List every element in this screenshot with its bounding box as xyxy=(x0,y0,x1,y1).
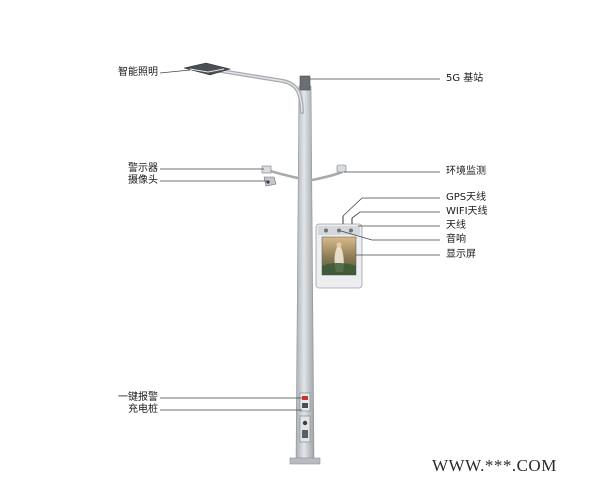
lamp-head xyxy=(183,62,232,76)
leader-speaker xyxy=(340,230,440,241)
charger-panel xyxy=(299,415,311,443)
label-camera: 摄像头 xyxy=(128,175,158,186)
label-env-monitor: 环境监测 xyxy=(446,166,486,177)
leader-lines xyxy=(159,69,440,411)
label-gps-antenna: GPS天线 xyxy=(446,192,487,203)
label-alarm: 警示器 xyxy=(128,163,158,174)
label-5g-base-station: 5G 基站 xyxy=(446,73,484,84)
watermark-text: WWW.***.COM xyxy=(432,456,557,475)
sos-panel xyxy=(299,392,311,412)
label-speaker: 音响 xyxy=(446,234,466,245)
env-sensor-device xyxy=(336,164,347,173)
base-station-5g xyxy=(299,75,311,91)
right-bracket-arm xyxy=(310,170,344,182)
leader-gps xyxy=(342,197,440,217)
speaker-node xyxy=(337,228,341,233)
label-charger: 充电桩 xyxy=(128,404,158,415)
alarm-device xyxy=(261,165,272,174)
antenna-node xyxy=(324,228,328,233)
label-display: 显示屏 xyxy=(446,249,476,260)
label-smart-lighting: 智能照明 xyxy=(118,67,158,78)
label-wifi-antenna: WIFI天线 xyxy=(446,206,488,217)
label-antenna: 天线 xyxy=(446,220,466,231)
lamp-arm xyxy=(213,68,304,114)
pole-base xyxy=(289,457,321,465)
leader-wifi xyxy=(351,211,440,219)
leader-smart-lighting xyxy=(159,69,191,74)
camera-device xyxy=(263,176,277,187)
label-sos: 一键报警 xyxy=(118,392,158,403)
